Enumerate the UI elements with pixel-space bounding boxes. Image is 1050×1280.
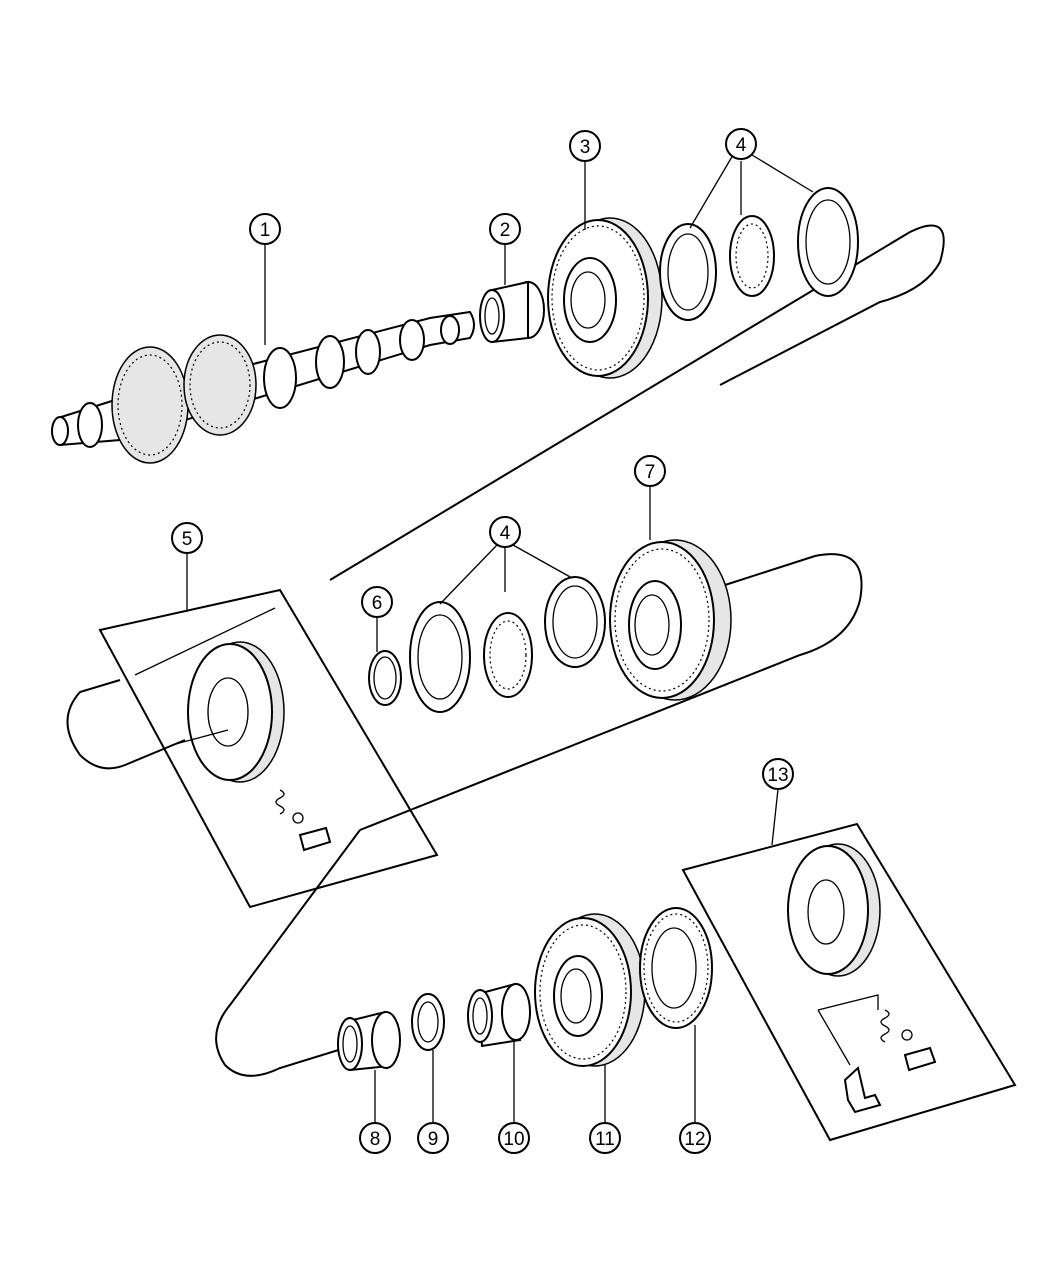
- needle-bearing-2: [479, 280, 545, 344]
- callout-8-label: 8: [370, 1129, 381, 1150]
- callout-1-label: 1: [260, 220, 271, 241]
- spacer-ring-9: [411, 993, 445, 1051]
- callout-8: 8: [359, 1122, 391, 1154]
- callout-7: 7: [634, 455, 666, 487]
- snap-ring-6: [368, 650, 402, 706]
- synchronizer-rings-upper: [659, 187, 859, 321]
- needle-bearing-8: [337, 1010, 401, 1072]
- leader-lines: [186, 154, 814, 1122]
- needle-bearing-10: [467, 982, 531, 1048]
- callout-6-label: 6: [372, 593, 383, 614]
- callout-4-upper-label: 4: [736, 135, 747, 156]
- gear-3: [547, 217, 663, 379]
- callout-5-label: 5: [182, 529, 193, 550]
- callout-12: 12: [679, 1122, 711, 1154]
- synchronizer-assembly-13: [681, 822, 1017, 1142]
- callout-10-label: 10: [503, 1129, 524, 1150]
- callout-13-label: 13: [767, 765, 788, 786]
- callout-11-label: 11: [595, 1129, 615, 1150]
- callout-7-label: 7: [645, 462, 656, 483]
- callout-11: 11: [589, 1122, 621, 1154]
- synchronizer-rings-middle: [409, 576, 606, 713]
- callout-9: 9: [417, 1122, 449, 1154]
- gear-7: [609, 539, 732, 701]
- callout-10: 10: [498, 1122, 530, 1154]
- clutch-ring-12: [639, 907, 713, 1029]
- callout-1: 1: [249, 213, 281, 245]
- gear-11: [534, 913, 646, 1067]
- callout-4-middle-label: 4: [500, 523, 511, 544]
- assembly-axis-middle: [66, 553, 863, 831]
- assembly-axis-upper: [329, 224, 945, 581]
- callout-6: 6: [361, 586, 393, 618]
- callout-13: 13: [762, 758, 794, 790]
- callout-3: 3: [569, 130, 601, 162]
- callout-12-label: 12: [684, 1129, 705, 1150]
- callout-4-upper: 4: [725, 128, 757, 160]
- synchronizer-assembly-5: [98, 588, 439, 909]
- callout-5: 5: [171, 522, 203, 554]
- callout-2: 2: [489, 213, 521, 245]
- callout-3-label: 3: [580, 137, 591, 158]
- mainshaft: [51, 310, 475, 464]
- callout-2-label: 2: [500, 220, 511, 241]
- assembly-axis-lower: [215, 829, 361, 1077]
- callout-9-label: 9: [428, 1129, 439, 1150]
- callout-4-middle: 4: [489, 516, 521, 548]
